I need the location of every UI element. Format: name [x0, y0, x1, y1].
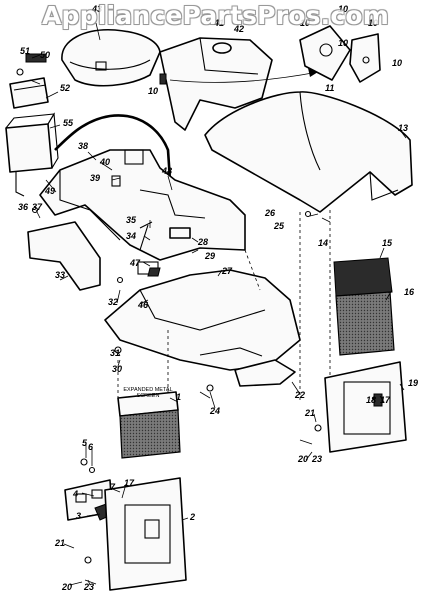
- callout-42: 42: [234, 24, 245, 34]
- callout-3: 3: [76, 511, 82, 521]
- callout-20: 20: [62, 582, 73, 592]
- callout-50: 50: [40, 50, 51, 60]
- battery: [5, 112, 59, 197]
- callout-10: 10: [300, 18, 311, 28]
- callout-22: 22: [295, 390, 306, 400]
- callout-6: 6: [88, 442, 94, 452]
- seat: [61, 29, 161, 87]
- arrow-icon: [308, 68, 318, 77]
- callout-48: 48: [162, 166, 173, 176]
- callout-34: 34: [126, 231, 137, 241]
- callout-41: 41: [214, 18, 225, 28]
- callout-47: 47: [130, 258, 141, 268]
- battery-cable: [54, 114, 174, 211]
- callout-25: 25: [274, 221, 285, 231]
- callout-2: 2: [190, 512, 196, 522]
- callout-5: 5: [82, 438, 88, 448]
- callout-17: 17: [124, 478, 135, 488]
- callout-21: 21: [55, 538, 66, 548]
- callout-23: 23: [84, 582, 95, 592]
- expanded-metal-screen: [117, 391, 181, 459]
- footrest: [104, 261, 301, 371]
- callout-55: 55: [63, 118, 74, 128]
- watermark: AppliancePartsPros.com: [41, 1, 390, 30]
- callout-37: 37: [32, 202, 43, 212]
- grille-screen: [333, 257, 395, 356]
- assembly-lines: [117, 210, 331, 450]
- callout-46: 46: [138, 300, 149, 310]
- callout-15: 15: [382, 238, 393, 248]
- callout-29: 29: [205, 251, 216, 261]
- callout-7: 7: [110, 482, 116, 492]
- callout-28: 28: [198, 237, 209, 247]
- callout-1: 1: [176, 392, 182, 402]
- fuel-tank: [159, 37, 273, 131]
- grille-housing: [324, 361, 407, 453]
- callout-10: 10: [368, 18, 379, 28]
- callout-40: 40: [100, 157, 111, 167]
- callout-21: 21: [305, 408, 316, 418]
- callout-26: 26: [265, 208, 276, 218]
- callout-23: 23: [312, 454, 323, 464]
- battery-bracket: [9, 53, 49, 109]
- callout-33: 33: [55, 270, 66, 280]
- callout-43: 43: [92, 4, 103, 14]
- leader-lines: [29, 22, 407, 586]
- callout-10: 10: [148, 86, 159, 96]
- mesh-label: EXPANDED METAL SCREEN: [123, 387, 173, 399]
- front-panel: [64, 477, 187, 591]
- callout-39: 39: [90, 173, 101, 183]
- callout-19: 19: [408, 378, 419, 388]
- callout-49: 49: [45, 186, 56, 196]
- callout-4: 4: [73, 489, 79, 499]
- hardware: [31, 206, 322, 585]
- callout-38: 38: [78, 141, 89, 151]
- callout-13: 13: [398, 123, 409, 133]
- callout-51: 51: [20, 46, 31, 56]
- fuel-line: [169, 71, 319, 83]
- callout-27: 27: [222, 266, 233, 276]
- frame-rail: [27, 221, 101, 291]
- callout-20: 20: [298, 454, 309, 464]
- callout-10: 10: [338, 38, 349, 48]
- callout-14: 14: [318, 238, 329, 248]
- callout-16: 16: [404, 287, 415, 297]
- bracket: [169, 227, 191, 239]
- callout-11: 11: [325, 83, 335, 93]
- callout-31: 31: [110, 348, 121, 358]
- dash-panels: [299, 25, 381, 83]
- callout-35: 35: [126, 215, 137, 225]
- callout-24: 24: [210, 406, 221, 416]
- callout-30: 30: [112, 364, 123, 374]
- frame: [39, 149, 246, 261]
- callout-36: 36: [18, 202, 29, 212]
- callout-10: 10: [338, 4, 349, 14]
- axle-bracket: [234, 359, 296, 387]
- callout-18: 18: [366, 395, 377, 405]
- hood: [204, 91, 413, 213]
- callout-52: 52: [60, 83, 71, 93]
- callout-32: 32: [108, 297, 119, 307]
- callout-17: 17: [380, 395, 391, 405]
- callout-10: 10: [392, 58, 403, 68]
